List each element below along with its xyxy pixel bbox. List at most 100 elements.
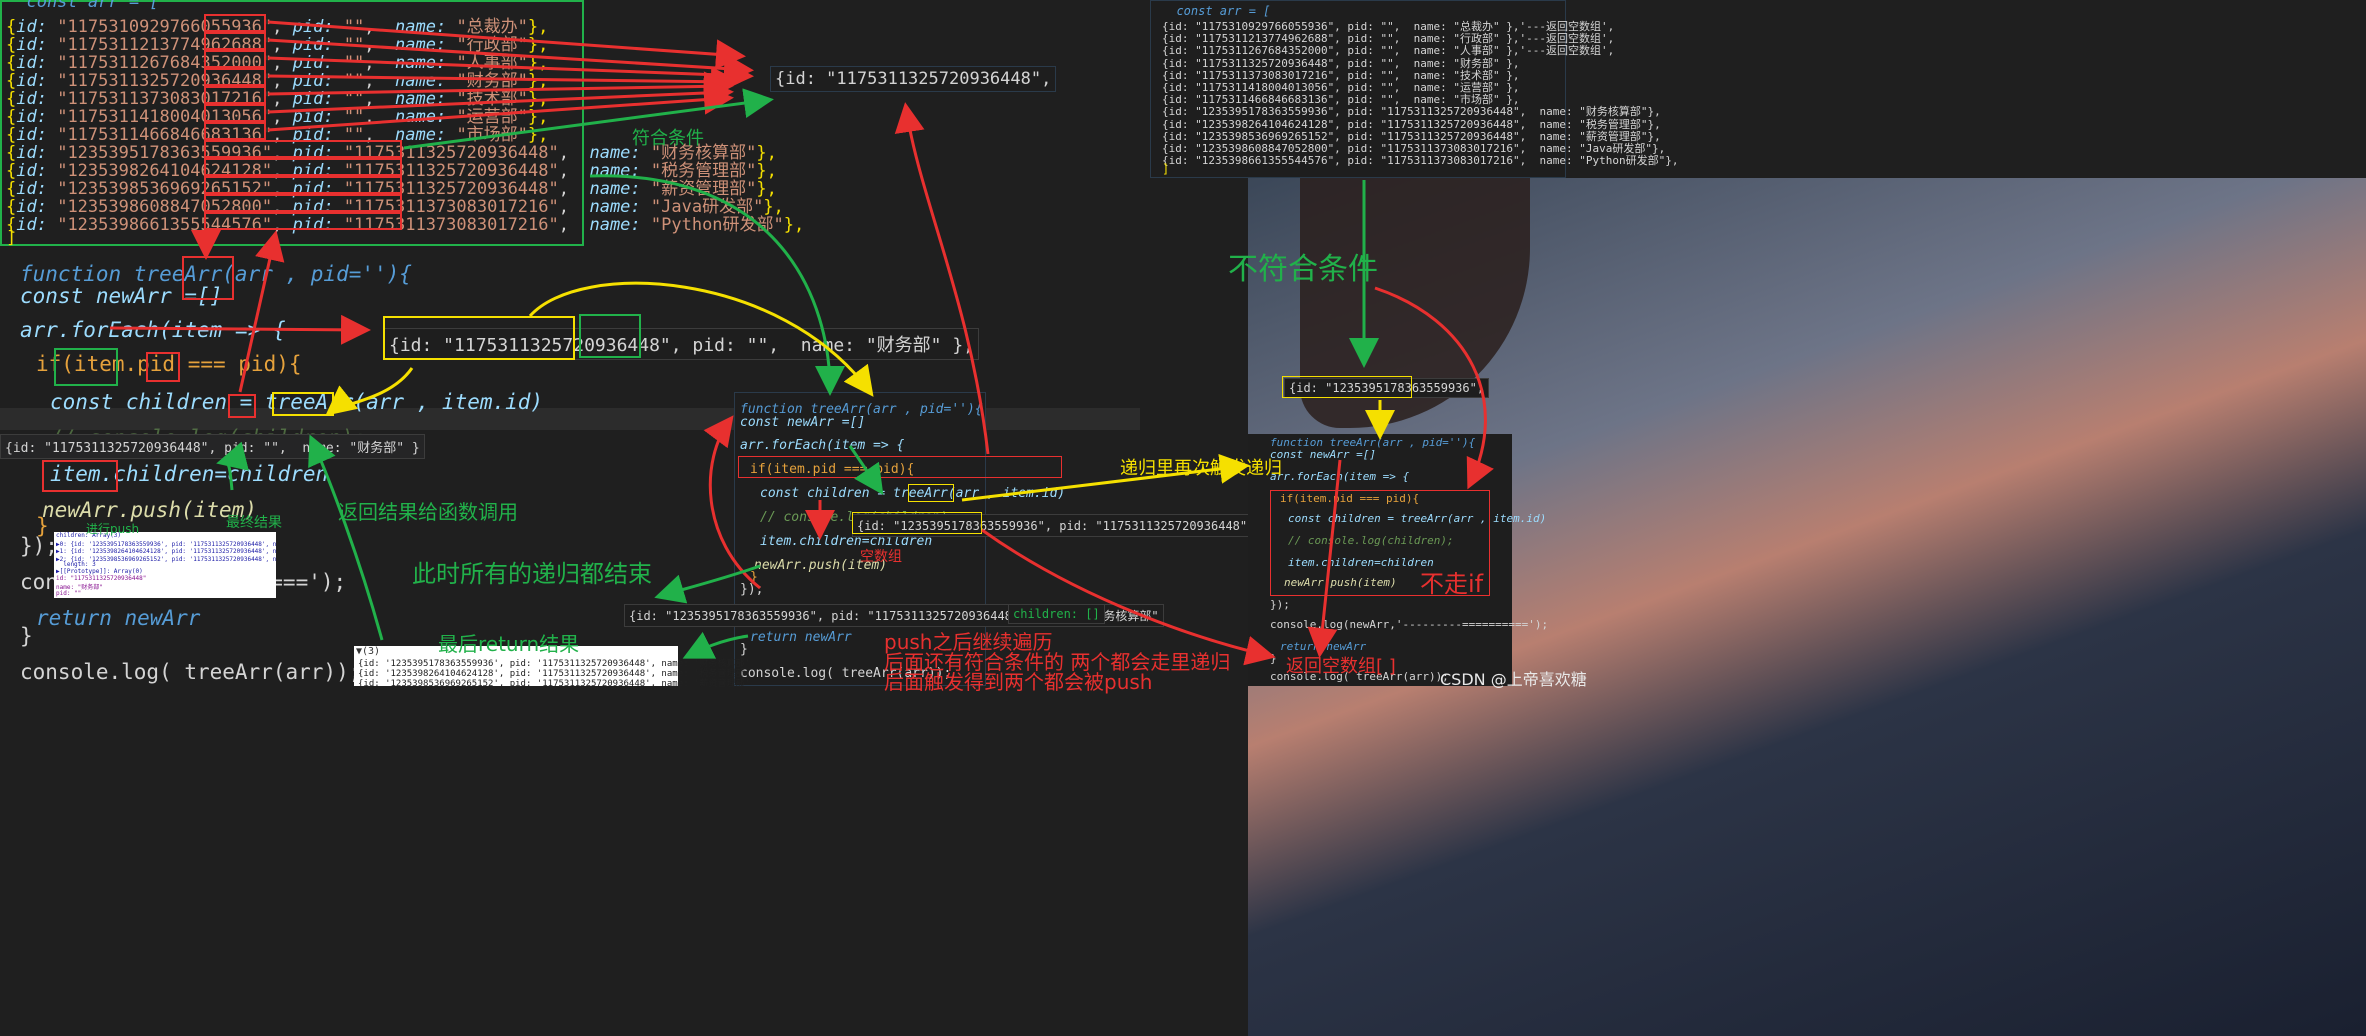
bottom-console-line: {id: '1235398536969265152', pid: '117531… bbox=[358, 679, 750, 689]
ann-return-to-caller: 返回结果给函数调用 bbox=[338, 500, 518, 524]
row-id-key: id: bbox=[16, 71, 58, 91]
small-if-red-box bbox=[738, 456, 1062, 478]
row-name-key: name: bbox=[395, 71, 457, 91]
main-code-line-7: item.children=children bbox=[50, 462, 329, 486]
row-id-key: id: bbox=[16, 179, 58, 199]
row-id-key: id: bbox=[16, 215, 58, 235]
row-id-key: id: bbox=[16, 107, 58, 127]
row-id-key: id: bbox=[16, 89, 58, 109]
main-code-line-1: function treeArr(arr , pid=''){ bbox=[20, 262, 412, 286]
row-pid-box bbox=[204, 68, 266, 86]
row-pid-box bbox=[204, 194, 402, 212]
row-name: "财务核算部" bbox=[650, 143, 757, 163]
right-array-row: {id: "1175311418004013056", pid: "", nam… bbox=[1162, 81, 1520, 94]
pid-compare-box bbox=[146, 352, 180, 382]
main-code-line-9: } bbox=[36, 514, 49, 538]
right-array-close: ] bbox=[1162, 162, 1170, 176]
right-array-row: {id: "1175311466846683136", pid: "", nam… bbox=[1162, 93, 1520, 107]
row-pid-box bbox=[204, 14, 266, 32]
main-code-line-12: return newArr bbox=[36, 606, 201, 630]
small-code-line-8: newArr.push(item) bbox=[754, 558, 888, 573]
right-array-row: {id: "1175311373083017216", pid: "", nam… bbox=[1162, 68, 1520, 82]
children-assign-box bbox=[42, 460, 118, 492]
right-array-row: {id: "1235398608847052800", pid: "117531… bbox=[1162, 142, 1666, 155]
mini-console-line: id: "1175311325720936448" bbox=[56, 575, 147, 583]
ann-not-match: 不符合条件 bbox=[1228, 252, 1378, 287]
small-code-line-11: return newArr bbox=[750, 630, 852, 645]
small-code-line-2: const newArr =[] bbox=[740, 415, 866, 430]
right-array-row: {id: "1175311325720936448", pid: "", nam… bbox=[1162, 56, 1520, 70]
right-array-row: {id: "1175311213774962688", pid: "", nam… bbox=[1162, 32, 1615, 46]
left-array-row: {id: "1235398536969265152", pid: "117531… bbox=[6, 179, 777, 199]
right-array-row: {id: "1175310929766055936", pid: "", nam… bbox=[1162, 20, 1615, 33]
small-code-line-13: console.log( treeArr(arr)); bbox=[740, 666, 952, 681]
row-pid-box bbox=[204, 32, 266, 50]
mini-console-line: children: Array(3) bbox=[56, 532, 122, 539]
ann-last-return: 最后return结果 bbox=[438, 632, 580, 656]
right-array-row: {id: "1235398661355544576", pid: "117531… bbox=[1162, 154, 1679, 168]
row-id-key: id: bbox=[16, 53, 58, 73]
row-name: "Python研发部" bbox=[650, 215, 784, 235]
mini-console: children: Array(3) ▶0: {id: '123539517836… bbox=[54, 532, 276, 598]
row-id-key: id: bbox=[16, 197, 58, 217]
row-pid-box bbox=[204, 140, 402, 158]
row-name: "Java研发部" bbox=[650, 197, 764, 217]
row-name-key: name: bbox=[395, 107, 457, 127]
ann-push-note-1: push之后继续遍历 bbox=[884, 630, 1053, 654]
small-code-line-3: arr.forEach(item => { bbox=[740, 438, 905, 453]
mini-console-line: ▶[[Prototype]]: Array(0) bbox=[56, 568, 143, 575]
mid-pid-green-box bbox=[579, 314, 641, 358]
right-code-line-10: console.log(newArr,'---------=========='… bbox=[1270, 618, 1549, 631]
bottom-console-line: {id: '1235398264104624128', pid: '117531… bbox=[358, 669, 750, 679]
right-array-row: {id: "1235398264104624128", pid: "117531… bbox=[1162, 117, 1661, 131]
right-code-line-2: const newArr =[] bbox=[1270, 448, 1376, 461]
right-code-line-5: const children = treeArr(arr , item.id) bbox=[1288, 512, 1547, 525]
right-code-line-13: console.log( treeArr(arr)); bbox=[1270, 670, 1449, 683]
right-array-row: {id: "1235395178363559936", pid: "117531… bbox=[1162, 105, 1661, 119]
row-pid-box bbox=[204, 122, 266, 140]
mini-console-line: name: "财务部" bbox=[56, 584, 103, 592]
main-code-line-8: newArr.push(item) bbox=[42, 498, 257, 522]
row-pid: "" bbox=[343, 53, 365, 73]
row-pid-box bbox=[204, 104, 266, 122]
mid-code-chip-box bbox=[852, 512, 982, 534]
small-code-line-9: } bbox=[750, 570, 758, 585]
left-array-open: const arr = [ bbox=[6, 0, 160, 12]
right-if-red-box bbox=[1270, 490, 1490, 596]
right-code-line-7: item.children=children bbox=[1288, 556, 1434, 569]
left-array-row: {id: "1235398661355544576", pid: "117531… bbox=[6, 215, 805, 235]
right-code-line-3: arr.forEach(item => { bbox=[1270, 470, 1410, 483]
row-pid-box bbox=[204, 86, 266, 104]
row-pid-box bbox=[204, 176, 402, 194]
small-code-line-7: item.children=children bbox=[760, 534, 933, 549]
row-name-key: name: bbox=[589, 215, 651, 235]
right-code-line-8: newArr.push(item) bbox=[1284, 576, 1397, 589]
row-pid-key: pid: bbox=[292, 35, 344, 55]
row-name-key: name: bbox=[589, 143, 651, 163]
mid-id-yellow-box bbox=[383, 316, 575, 360]
top-center-snippet: {id: "1175311325720936448", bbox=[770, 66, 1057, 92]
mid-center-snippet: {id: "1175311325720936448", pid: "", nam… bbox=[384, 328, 980, 360]
main-code-line-2: const newArr =[] bbox=[20, 284, 223, 308]
right-array-row: {id: "1235398536969265152", pid: "117531… bbox=[1162, 129, 1661, 143]
right-array-panel bbox=[1150, 0, 1566, 178]
mini-console-line: ▶1: {id: '1235398264104624128', pid: '11… bbox=[56, 548, 276, 556]
main-code-line-14: console.log( treeArr(arr)); bbox=[20, 660, 362, 684]
mini-console-line: length: 3 bbox=[56, 560, 96, 568]
ann-skip-if: 不走if bbox=[1420, 570, 1484, 598]
small-code-line-1: function treeArr(arr , pid=''){ bbox=[740, 402, 983, 417]
item-pid-box bbox=[54, 348, 118, 386]
mini-console-line: ▶0: {id: '1235395178363559936', pid: '11… bbox=[56, 541, 276, 549]
row-id-key: id: bbox=[16, 161, 58, 181]
bottom-console-line: {id: '1235395178363559936', pid: '117531… bbox=[358, 659, 750, 669]
row-name-key: name: bbox=[395, 125, 457, 145]
right-chip-box bbox=[1282, 376, 1412, 398]
row-pid-box bbox=[204, 212, 402, 230]
right-code-line-9: }); bbox=[1270, 598, 1290, 611]
small-itemid-box bbox=[908, 484, 954, 502]
row-name: "税务管理部" bbox=[650, 161, 757, 181]
row-pid-key: pid: bbox=[292, 215, 344, 235]
row-pid: "1175311373083017216" bbox=[343, 215, 559, 235]
ann-empty-arr: 空数组 bbox=[860, 549, 902, 565]
